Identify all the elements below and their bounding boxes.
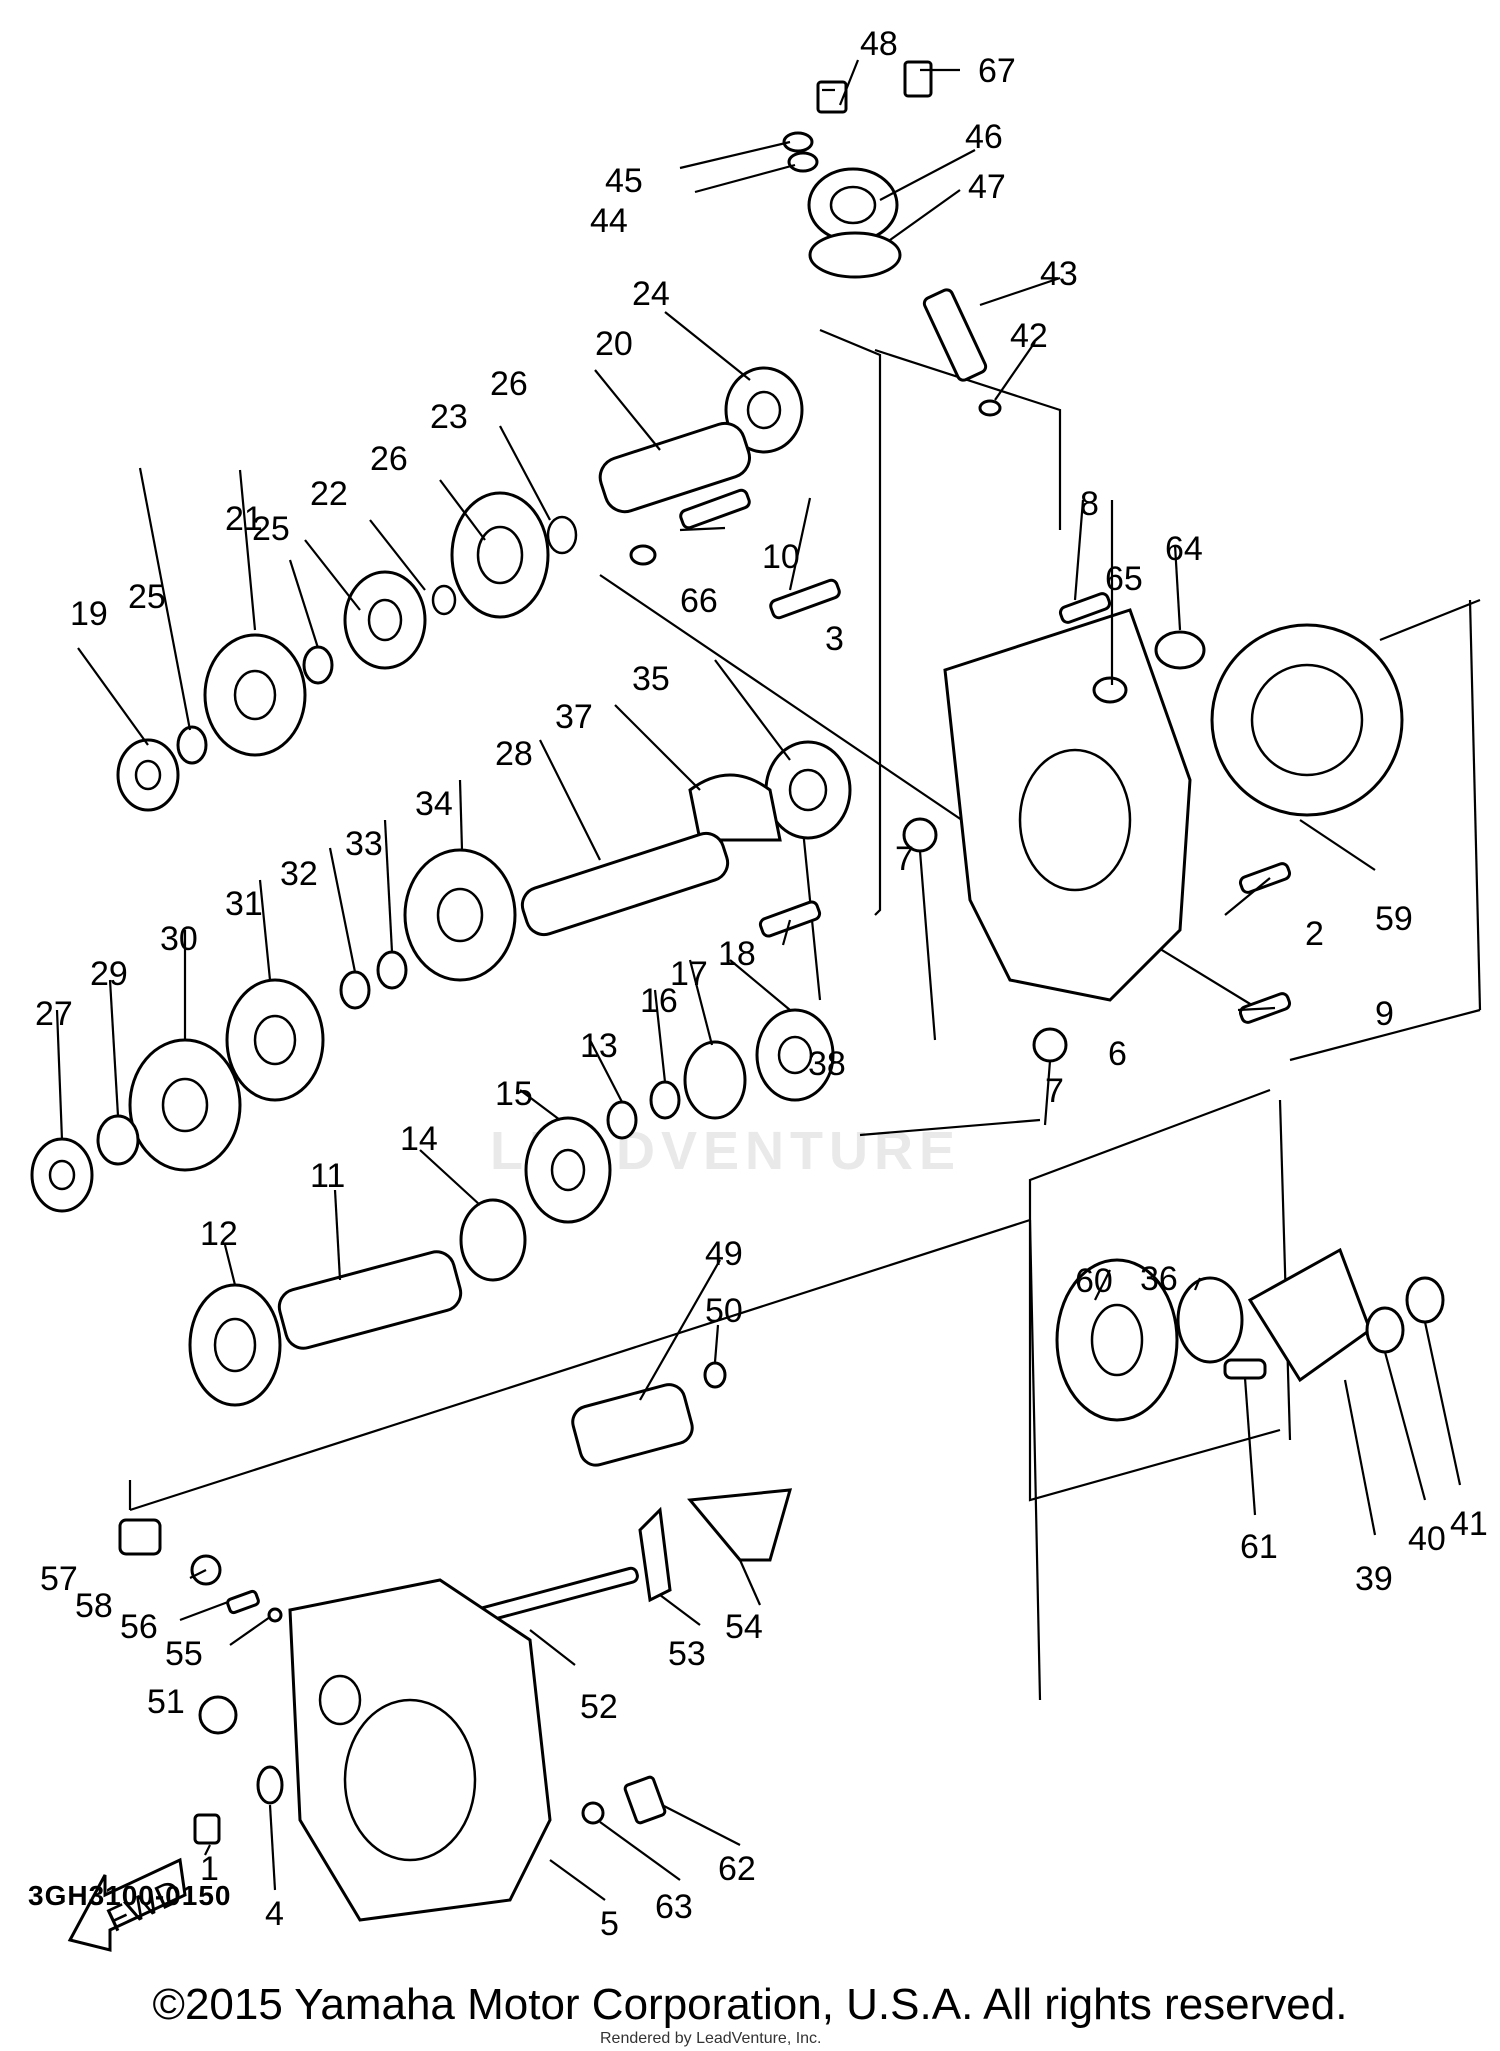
label-54: 54 <box>725 1608 763 1646</box>
label-23: 23 <box>430 398 468 436</box>
label-11: 11 <box>310 1157 345 1195</box>
label-7a: 7 <box>895 840 914 878</box>
label-25a: 25 <box>128 578 166 616</box>
label-17: 17 <box>670 955 708 993</box>
label-35: 35 <box>632 660 670 698</box>
label-2: 2 <box>1305 915 1324 953</box>
label-13: 13 <box>580 1027 618 1065</box>
label-18: 18 <box>718 935 756 973</box>
label-65: 65 <box>1105 560 1143 598</box>
label-39: 39 <box>1355 1560 1393 1598</box>
label-42: 42 <box>1010 317 1048 355</box>
label-4: 4 <box>265 1895 284 1933</box>
lower-shaft <box>188 1250 463 1407</box>
label-20: 20 <box>595 325 633 363</box>
label-5: 5 <box>600 1905 619 1943</box>
label-24: 24 <box>632 275 670 313</box>
label-52: 52 <box>580 1688 618 1726</box>
label-53: 53 <box>668 1635 706 1673</box>
label-38: 38 <box>808 1045 846 1083</box>
middle-shaft-gears <box>30 740 852 1282</box>
label-10: 10 <box>762 538 800 576</box>
left-crankcase <box>118 1518 667 1922</box>
label-50: 50 <box>705 1292 743 1330</box>
label-55: 55 <box>165 1635 203 1673</box>
upper-shaft-gears <box>116 366 841 812</box>
label-58: 58 <box>75 1587 113 1625</box>
label-9: 9 <box>1375 995 1394 1033</box>
label-61: 61 <box>1240 1528 1278 1566</box>
label-1: 1 <box>200 1850 219 1888</box>
label-59: 59 <box>1375 900 1413 938</box>
label-62: 62 <box>718 1850 756 1888</box>
output-yoke-group <box>1055 1247 1445 1422</box>
label-41: 41 <box>1450 1505 1488 1543</box>
leader-lines <box>55 59 1462 1901</box>
label-33: 33 <box>345 825 383 863</box>
label-28: 28 <box>495 735 533 773</box>
label-43: 43 <box>1040 255 1078 293</box>
label-66: 66 <box>680 582 718 620</box>
label-45: 45 <box>605 162 643 200</box>
label-19: 19 <box>70 595 108 633</box>
label-56: 56 <box>120 1608 158 1646</box>
label-60: 60 <box>1075 1262 1113 1300</box>
label-3: 3 <box>825 620 844 658</box>
label-36: 36 <box>1140 1260 1178 1298</box>
diagram-code: 3GH3100-0150 <box>28 1880 232 1911</box>
copyright-text: ©2015 Yamaha Motor Corporation, U.S.A. A… <box>152 1980 1348 2029</box>
rendered-by-text: Rendered by LeadVenture, Inc. <box>600 2030 822 2047</box>
label-26a: 26 <box>370 440 408 478</box>
label-48: 48 <box>860 25 898 63</box>
label-21: 21 <box>225 500 263 538</box>
label-49: 49 <box>705 1235 743 1273</box>
label-8: 8 <box>1080 485 1099 523</box>
label-25b: 25 <box>252 510 290 548</box>
label-47: 47 <box>968 168 1006 206</box>
label-40: 40 <box>1408 1520 1446 1558</box>
label-46: 46 <box>965 118 1003 156</box>
label-12: 12 <box>200 1215 238 1253</box>
label-27: 27 <box>35 995 73 1033</box>
label-44: 44 <box>590 202 628 240</box>
label-15: 15 <box>495 1075 533 1113</box>
label-51: 51 <box>147 1683 185 1721</box>
label-63: 63 <box>655 1888 693 1926</box>
label-29: 29 <box>90 955 128 993</box>
label-26b: 26 <box>490 365 528 403</box>
right-crankcase <box>902 592 1404 1063</box>
label-30: 30 <box>160 920 198 958</box>
part-number-labels: 1 2 3 4 5 6 7 7 8 9 10 11 12 13 14 15 16… <box>35 25 1488 1943</box>
label-64: 64 <box>1165 530 1203 568</box>
label-37: 37 <box>555 698 593 736</box>
label-57: 57 <box>40 1560 78 1598</box>
label-16: 16 <box>640 982 678 1020</box>
label-34: 34 <box>415 785 453 823</box>
label-31: 31 <box>225 885 263 923</box>
speedo-assembly <box>782 60 1002 417</box>
label-6: 6 <box>1108 1035 1127 1073</box>
label-67: 67 <box>978 52 1016 90</box>
label-14: 14 <box>400 1120 438 1158</box>
label-32: 32 <box>280 855 318 893</box>
label-7b: 7 <box>1045 1072 1064 1110</box>
shift-drum-forks <box>461 1361 793 1628</box>
label-22: 22 <box>310 475 348 513</box>
